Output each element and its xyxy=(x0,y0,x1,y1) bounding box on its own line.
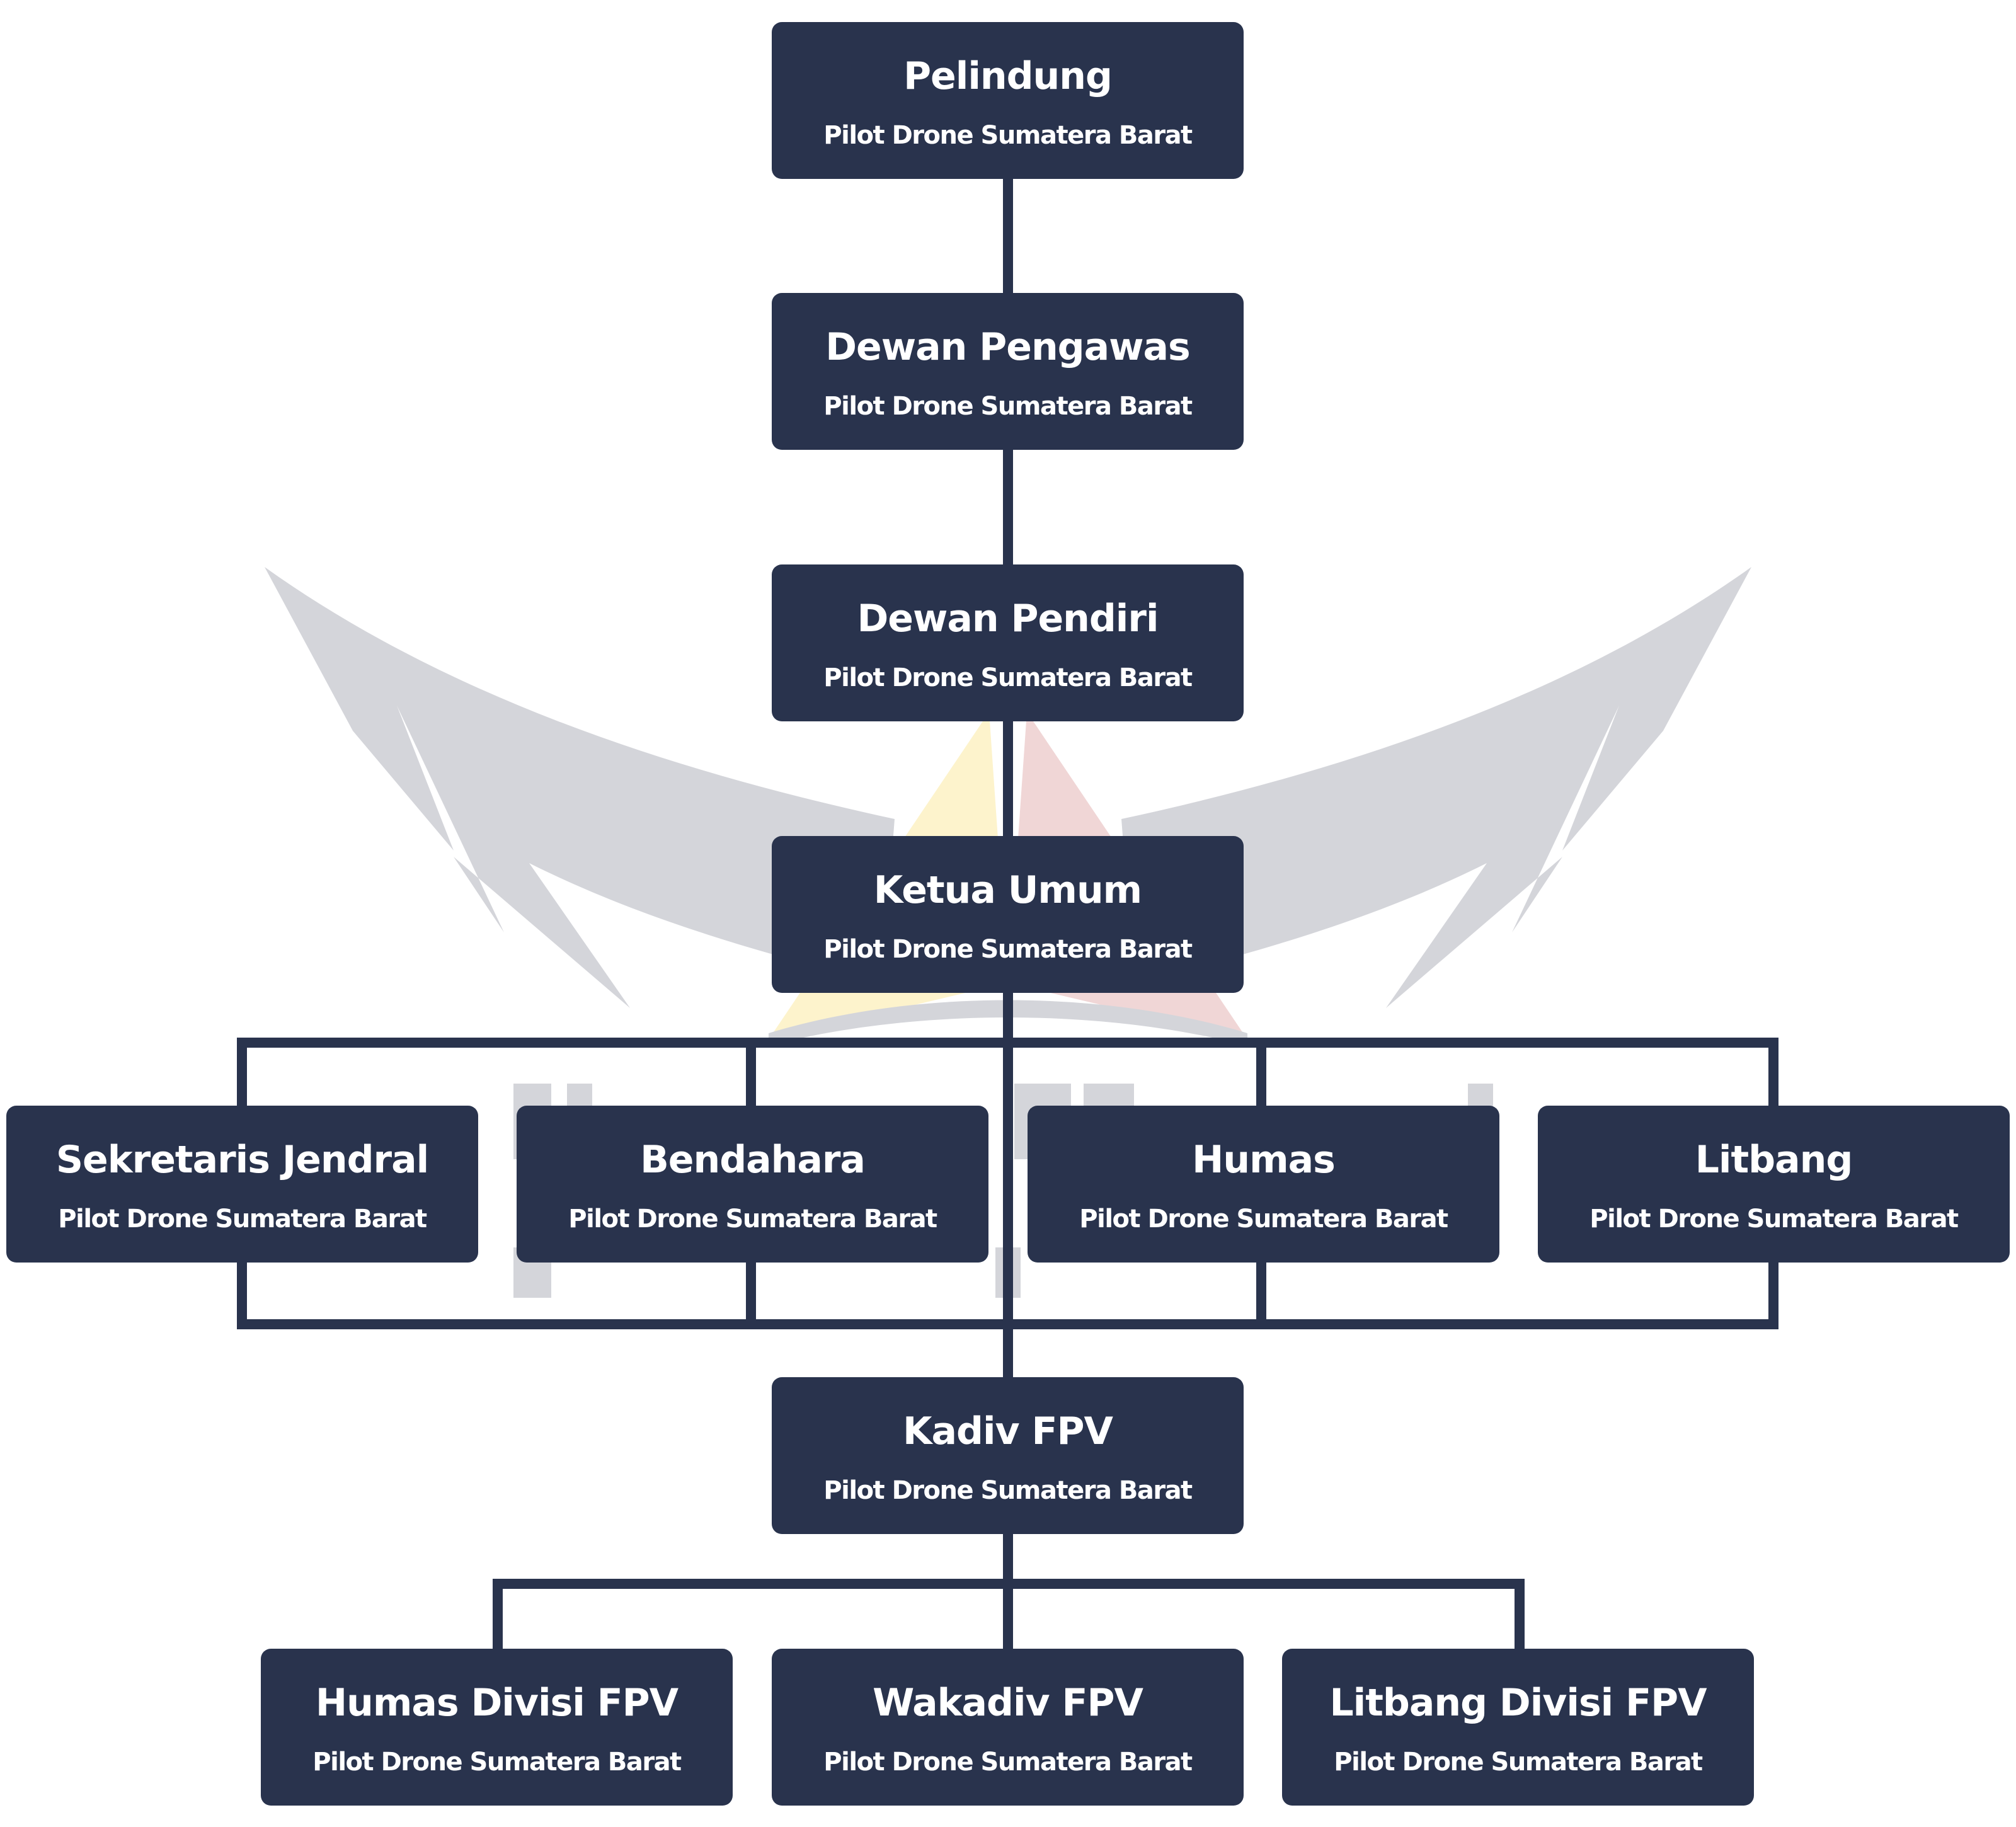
watermark-right-wing xyxy=(1121,567,1751,1008)
node-title: Humas Divisi FPV xyxy=(315,1681,679,1725)
node-title: Ketua Umum xyxy=(873,868,1142,912)
org-node-litbang-divisi-fpv: Litbang Divisi FPV Pilot Drone Sumatera B… xyxy=(1282,1649,1754,1806)
node-subtitle: Pilot Drone Sumatera Barat xyxy=(1334,1748,1703,1777)
node-title: Pelindung xyxy=(903,54,1113,98)
node-subtitle: Pilot Drone Sumatera Barat xyxy=(568,1205,937,1234)
watermark-arc xyxy=(769,1000,1247,1046)
node-title: Wakadiv FPV xyxy=(873,1681,1143,1725)
node-title: Litbang Divisi FPV xyxy=(1329,1681,1707,1725)
node-title: Humas xyxy=(1192,1138,1336,1182)
node-title: Litbang xyxy=(1695,1138,1853,1182)
org-node-kadiv-fpv: Kadiv FPV Pilot Drone Sumatera Barat xyxy=(772,1377,1244,1534)
watermark-left-wing xyxy=(265,567,895,1008)
node-title: Sekretaris Jendral xyxy=(55,1138,429,1182)
node-title: Dewan Pengawas xyxy=(825,325,1190,369)
connector-fpv-bracket xyxy=(493,1579,1525,1651)
org-node-humas-divisi-fpv: Humas Divisi FPV Pilot Drone Sumatera Bar… xyxy=(261,1649,733,1806)
node-title: Bendahara xyxy=(640,1138,866,1182)
node-subtitle: Pilot Drone Sumatera Barat xyxy=(1079,1205,1448,1234)
node-subtitle: Pilot Drone Sumatera Barat xyxy=(58,1205,427,1234)
node-subtitle: Pilot Drone Sumatera Barat xyxy=(823,1476,1193,1505)
node-title: Dewan Pendiri xyxy=(857,597,1159,641)
node-title: Kadiv FPV xyxy=(903,1409,1113,1453)
org-node-wakadiv-fpv: Wakadiv FPV Pilot Drone Sumatera Barat xyxy=(772,1649,1244,1806)
node-subtitle: Pilot Drone Sumatera Barat xyxy=(823,121,1193,150)
node-subtitle: Pilot Drone Sumatera Barat xyxy=(823,392,1193,421)
node-subtitle: Pilot Drone Sumatera Barat xyxy=(823,935,1193,964)
node-subtitle: Pilot Drone Sumatera Barat xyxy=(823,663,1193,692)
node-subtitle: Pilot Drone Sumatera Barat xyxy=(823,1748,1193,1777)
node-subtitle: Pilot Drone Sumatera Barat xyxy=(1589,1205,1959,1234)
node-subtitle: Pilot Drone Sumatera Barat xyxy=(312,1748,682,1777)
